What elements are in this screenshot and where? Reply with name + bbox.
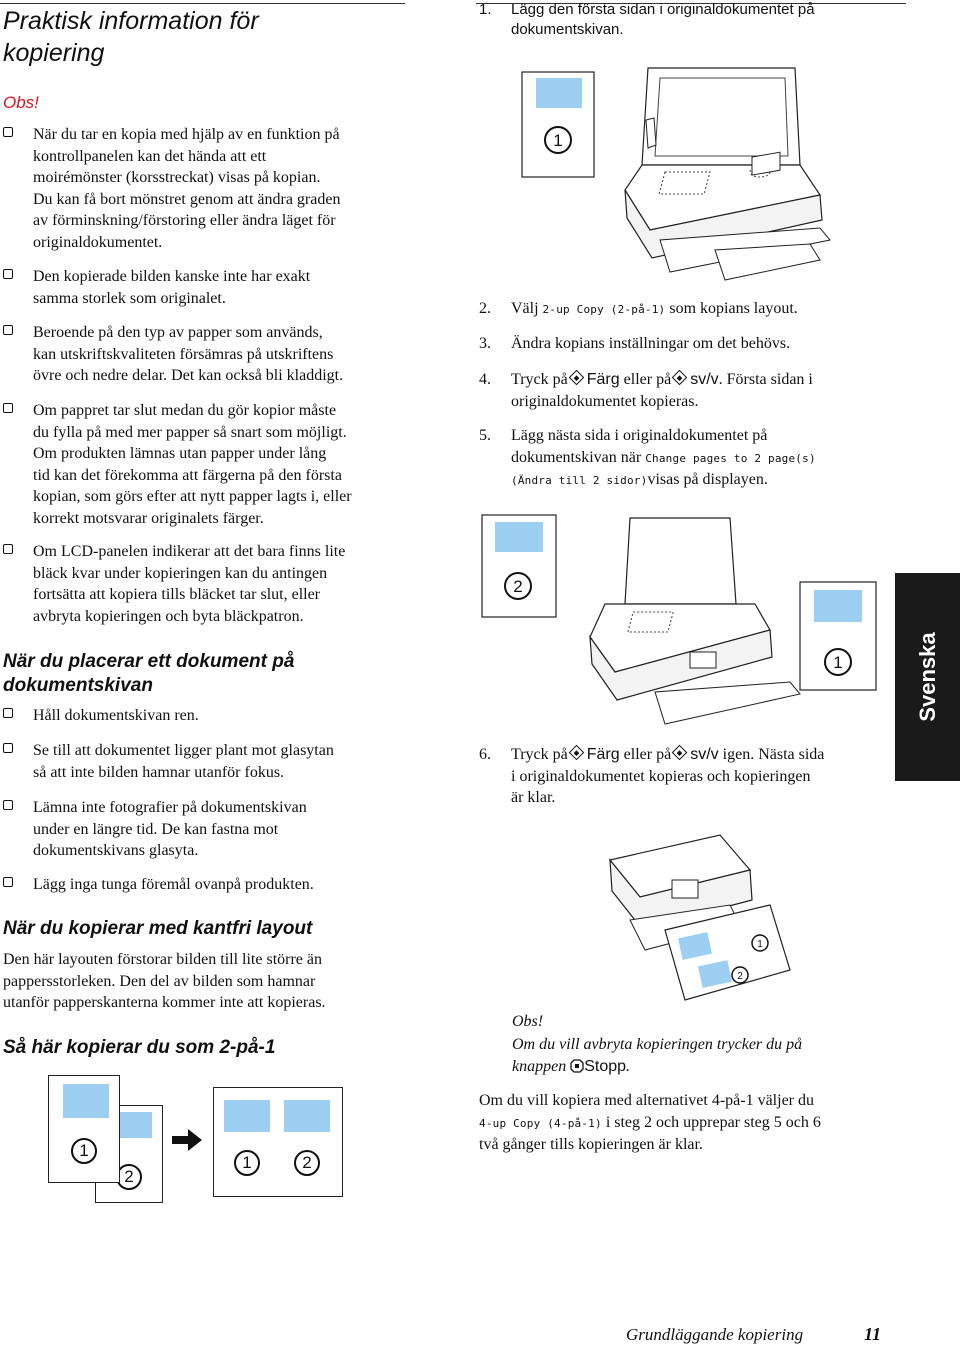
checkbox-bullet-icon <box>3 325 13 335</box>
obs2-label: Obs! <box>512 1013 544 1030</box>
svg-text:2: 2 <box>513 577 522 596</box>
footer-section: Grundläggande kopiering <box>626 1325 804 1344</box>
number-two-icon: 2 <box>294 1150 320 1176</box>
svg-text:2: 2 <box>737 971 743 982</box>
start-diamond-icon <box>568 744 585 761</box>
note-item: Om pappret tar slut medan du gör kopior … <box>3 400 403 529</box>
svg-text:1: 1 <box>553 131 562 150</box>
note-item: Beroende på den typ av papper som använd… <box>3 322 403 387</box>
svg-text:1: 1 <box>757 939 763 950</box>
combined-sheet: 1 2 <box>213 1087 343 1197</box>
borderless-paragraph: Den här layouten förstorar bilden till l… <box>3 951 326 1011</box>
layout-option-code: 2-up Copy (2-på-1) <box>542 303 666 316</box>
number-one-icon: 1 <box>71 1138 97 1164</box>
top-rule-left <box>0 3 405 4</box>
start-diamond-icon <box>671 744 688 761</box>
printer-illustration-step1: 1 <box>521 67 831 281</box>
note-item: Den kopierade bilden kanske inte har exa… <box>3 266 403 309</box>
page-title: Praktisk information för kopiering <box>3 7 259 67</box>
checkbox-bullet-icon <box>3 127 13 137</box>
step-2: 2. Välj 2-up Copy (2-på-1) som kopians l… <box>479 300 798 317</box>
note-item: När du tar en kopia med hjälp av en funk… <box>3 124 403 253</box>
page-one-sheet: 1 <box>48 1075 120 1183</box>
arrow-right-icon <box>172 1129 202 1151</box>
step-1: 1. Lägg den första sidan i originaldokum… <box>479 1 815 38</box>
svg-text:1: 1 <box>833 653 842 672</box>
number-one-icon: 1 <box>234 1150 260 1176</box>
placing-item: Lämna inte fotografier på dokumentskivan… <box>3 797 403 862</box>
obs2-note: Om du vill avbryta kopieringen trycker d… <box>512 1036 803 1075</box>
checkbox-bullet-icon <box>3 800 13 810</box>
placing-item: Håll dokumentskivan ren. <box>3 705 403 727</box>
section-heading-placing: När du placerar ett dokument på dokument… <box>3 651 295 696</box>
checkbox-bullet-icon <box>3 708 13 718</box>
step-5: 5. Lägg nästa sida i originaldokumentet … <box>479 427 816 488</box>
final-paragraph: Om du vill kopiera med alternativet 4-på… <box>479 1092 821 1153</box>
top-rule-right <box>476 3 906 4</box>
printer-illustration-step5: 2 1 <box>481 514 877 725</box>
section-heading-howto: Så här kopierar du som 2-på-1 <box>3 1037 276 1058</box>
stop-icon <box>570 1058 584 1073</box>
checkbox-bullet-icon <box>3 877 13 887</box>
section-heading-borderless: När du kopierar med kantfri layout <box>3 918 313 939</box>
checkbox-bullet-icon <box>3 269 13 279</box>
start-diamond-icon <box>671 369 688 386</box>
checkbox-bullet-icon <box>3 544 13 554</box>
start-diamond-icon <box>568 369 585 386</box>
checkbox-bullet-icon <box>3 743 13 753</box>
page-number: 11 <box>864 1324 882 1344</box>
printer-illustration-output: 1 2 <box>608 834 791 1001</box>
step-3: 3. Ändra kopians inställningar om det be… <box>479 335 791 352</box>
placing-item: Lägg inga tunga föremål ovanpå produkten… <box>3 874 403 896</box>
checkbox-bullet-icon <box>3 403 13 413</box>
language-side-tab: Svenska <box>895 573 960 781</box>
note-item: Om LCD-panelen indikerar att det bara fi… <box>3 541 403 627</box>
obs-label: Obs! <box>3 93 39 112</box>
placing-item: Se till att dokumentet ligger plant mot … <box>3 740 403 783</box>
two-on-one-figure: 2 1 1 2 <box>48 1075 358 1220</box>
